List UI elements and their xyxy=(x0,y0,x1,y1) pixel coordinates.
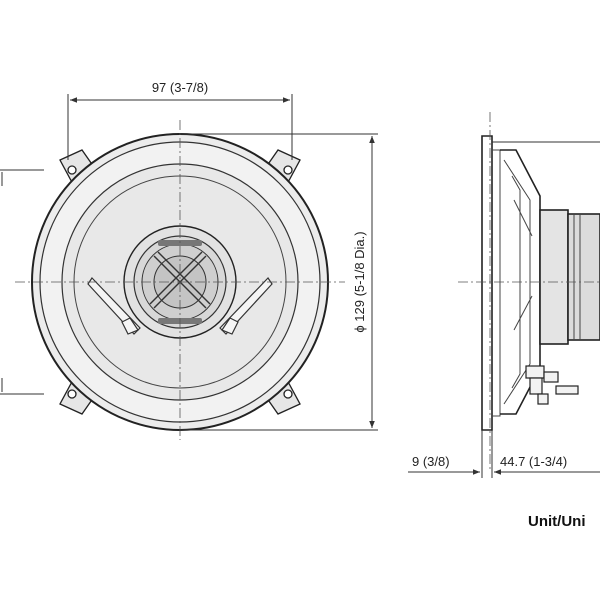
terminals xyxy=(525,365,579,405)
magnet xyxy=(539,209,569,345)
side-view xyxy=(458,112,600,470)
width-dimension: 97 (3-7/8) xyxy=(67,80,293,160)
depth-label: 44.7 (1-3/4) xyxy=(500,454,567,469)
flange-label: 9 (3/8) xyxy=(412,454,450,469)
width-label: 97 (3-7/8) xyxy=(152,80,208,95)
tweeter-bridge xyxy=(87,277,273,335)
depth-dimensions: 9 (3/8) 44.7 (1-3/4) xyxy=(408,430,600,478)
front-view xyxy=(15,120,345,440)
diameter-label: ϕ 129 (5-1/8 Dia.) xyxy=(352,231,367,332)
diameter-dimension: ϕ 129 (5-1/8 Dia.) xyxy=(180,133,378,431)
mounting-tabs xyxy=(59,149,301,415)
unit-label: Unit/Uni xyxy=(528,513,586,530)
left-extension-lines xyxy=(0,169,44,395)
